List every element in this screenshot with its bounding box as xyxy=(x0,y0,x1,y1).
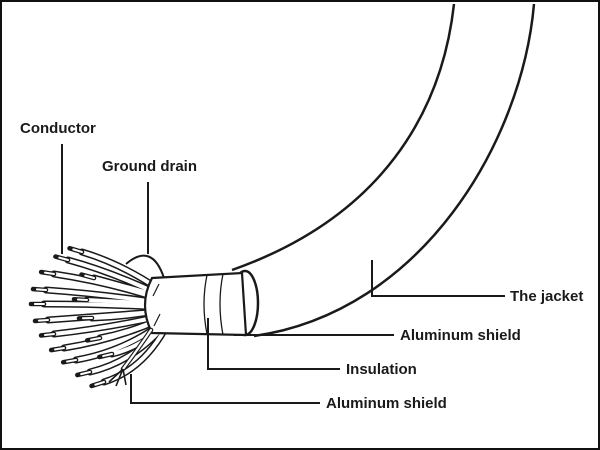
cable-jacket xyxy=(231,3,536,338)
label-the-jacket: The jacket xyxy=(510,288,584,305)
ground-drain-wire xyxy=(125,254,165,279)
label-conductor: Conductor xyxy=(20,120,96,137)
label-aluminum-shield-top: Aluminum shield xyxy=(400,327,521,344)
leader-aluminum-shield-bottom xyxy=(130,374,320,404)
aluminum-shield-cylinder xyxy=(143,271,248,337)
label-aluminum-shield-bottom: Aluminum shield xyxy=(326,395,447,412)
leader-the-jacket xyxy=(371,260,505,297)
shield-foil-strand xyxy=(108,327,154,387)
leader-lines xyxy=(61,144,505,404)
label-ground-drain: Ground drain xyxy=(102,158,197,175)
label-insulation: Insulation xyxy=(346,361,417,378)
leader-insulation xyxy=(207,318,340,370)
